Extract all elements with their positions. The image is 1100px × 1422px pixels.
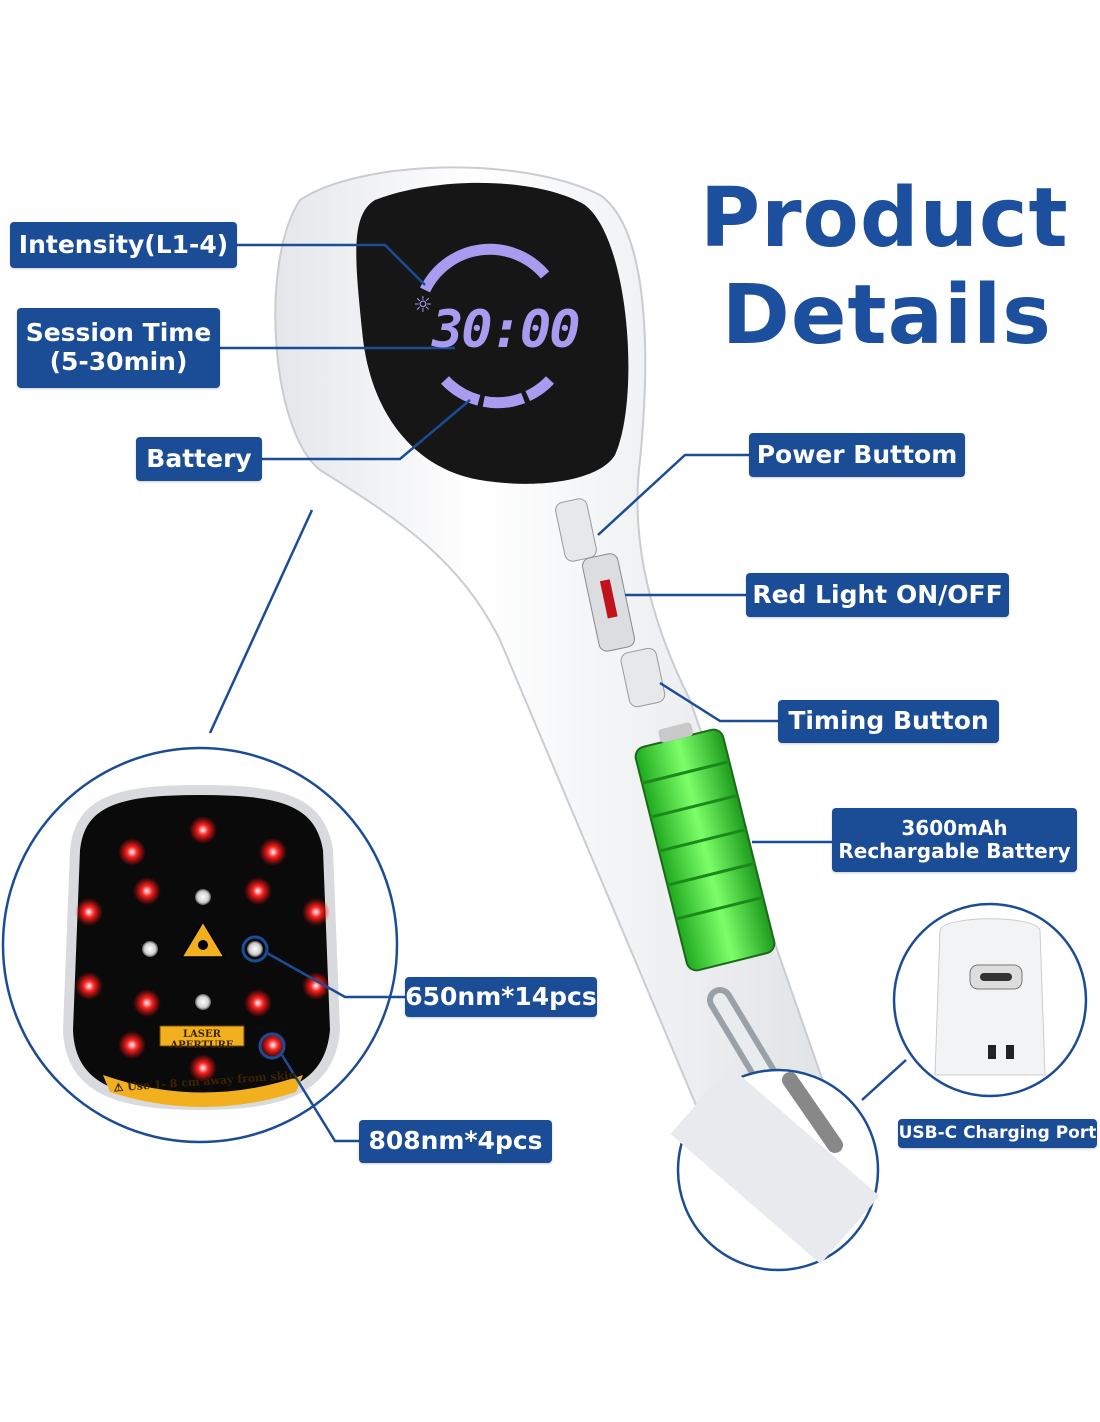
label-battery: Battery bbox=[136, 437, 262, 481]
red-leds bbox=[75, 816, 330, 1082]
label-session-line2: (5-30min) bbox=[49, 347, 188, 376]
label-650nm: 650nm*14pcs bbox=[405, 977, 597, 1017]
label-session-line1: Session Time bbox=[25, 318, 212, 348]
title-line-2: Details bbox=[721, 268, 1052, 363]
title-line-1: Product bbox=[700, 171, 1069, 266]
lcd-time-readout: 30:00 bbox=[432, 300, 581, 360]
battery-illustration bbox=[634, 722, 776, 972]
label-timing-button: Timing Button bbox=[778, 700, 999, 743]
lcd-display bbox=[420, 243, 555, 409]
side-buttons bbox=[555, 498, 666, 708]
laser-warning-icon bbox=[180, 920, 226, 958]
label-power-button: Power Buttom bbox=[749, 433, 965, 477]
label-intensity: Intensity(L1-4) bbox=[10, 222, 237, 268]
infrared-leds bbox=[142, 889, 263, 1010]
label-rechargeable-battery: 3600mAh Rechargable Battery bbox=[832, 808, 1077, 872]
label-usb-c-port: USB-C Charging Port bbox=[898, 1119, 1097, 1148]
laser-aperture-plate: LASER APERTURE bbox=[170, 1029, 234, 1051]
label-battery-type: Rechargable Battery bbox=[838, 839, 1071, 863]
label-red-light: Red Light ON/OFF bbox=[746, 573, 1009, 617]
label-808nm: 808nm*4pcs bbox=[359, 1120, 552, 1163]
brightness-icon: ☼ bbox=[413, 293, 433, 318]
leader-lines bbox=[208, 243, 907, 1143]
label-battery-capacity: 3600mAh bbox=[901, 816, 1008, 840]
label-session-time: Session Time (5-30min) bbox=[17, 308, 220, 388]
